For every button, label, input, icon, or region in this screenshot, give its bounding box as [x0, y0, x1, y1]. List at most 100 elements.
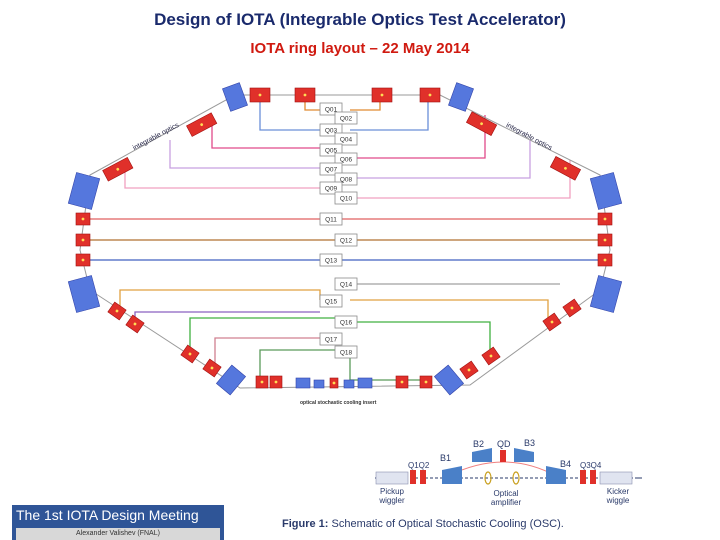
wire-q07 [169, 140, 320, 169]
magnet-dot [81, 238, 85, 242]
osc-b4 [546, 466, 566, 484]
magnet-dot [332, 381, 336, 385]
page-subtitle: IOTA ring layout – 22 May 2014 [250, 40, 470, 57]
magnet-dot [570, 306, 574, 310]
dipole-right-lower [589, 275, 623, 313]
wire-q16c [350, 321, 491, 355]
magnet-dot [603, 238, 607, 242]
osc-label-optical: Optical [494, 489, 519, 498]
quad-label-q06: Q06 [340, 157, 353, 164]
quad-label-q01: Q01 [325, 107, 338, 114]
quad-box-q12 [334, 233, 358, 247]
quad-label-q11: Q11 [325, 217, 337, 224]
insert-b4 [357, 377, 373, 389]
osc-label-b1: B1 [440, 453, 451, 463]
osc-label-pickup2: wiggler [378, 496, 405, 505]
quad-box-q13 [319, 253, 343, 267]
quad-box-q16 [334, 315, 358, 329]
quad-box-q11 [319, 212, 343, 226]
osc-schematic: B2 QD B3 B1 B4 Q1Q2 Q3Q4 Pickup wiggler … [375, 438, 642, 507]
magnet-dot [603, 217, 607, 221]
quad-label-q04: Q04 [340, 137, 353, 144]
quad-label-q15: Q15 [325, 299, 338, 306]
osc-insert-label: optical stochastic cooling insert [300, 400, 377, 406]
wire-q17 [214, 337, 320, 370]
right-section-label: integrable optics [505, 122, 554, 152]
wire-q05 [211, 115, 320, 149]
osc-label-optical2: amplifier [491, 498, 522, 507]
quad-label-q14: Q14 [340, 282, 353, 289]
osc-qd [500, 450, 506, 462]
osc-label-kicker: Kicker [607, 487, 630, 496]
quad-label-q17: Q17 [325, 337, 338, 344]
osc-label-qd: QD [497, 439, 511, 449]
quad-box-q02 [334, 111, 358, 125]
osc-label-q1q2: Q1Q2 [408, 461, 430, 470]
dipole-top-left [222, 82, 248, 112]
magnet-dot [603, 258, 607, 262]
wire-q01 [259, 95, 320, 131]
quad-box-q09 [319, 181, 343, 195]
magnet-dot [115, 309, 119, 313]
quad-box-q10 [334, 191, 358, 205]
left-integrable-section: integrable optics [102, 112, 218, 182]
osc-b2 [472, 448, 492, 462]
osc-insert: optical stochastic cooling insert [255, 375, 433, 406]
figure-caption: Figure 1: Schematic of Optical Stochasti… [282, 518, 564, 530]
quad-box-q14 [334, 277, 358, 291]
osc-b1 [442, 466, 462, 484]
magnet-dot [467, 368, 471, 372]
dipole-bottom-right [433, 364, 465, 396]
caption-bold: Figure 1: [282, 518, 329, 530]
quad-box-q07 [319, 162, 343, 176]
magnet-dot [380, 93, 384, 97]
quad-label-q03: Q03 [325, 128, 338, 135]
quad-label-boxes: Q01Q02Q03Q04Q05Q06Q07Q08Q09Q10Q11Q12Q13Q… [319, 102, 358, 359]
insert-b2 [313, 379, 325, 389]
magnet-dot [550, 320, 554, 324]
quad-label-q13: Q13 [325, 258, 338, 265]
osc-b3 [514, 448, 534, 462]
dipole-left-upper [67, 172, 101, 210]
osc-bypass [447, 461, 557, 477]
wire-q16 [134, 311, 320, 322]
insert-b3 [343, 379, 355, 389]
osc-lens-2 [512, 471, 520, 485]
quad-label-q10: Q10 [340, 196, 353, 203]
dipole-top-right [448, 82, 474, 112]
osc-lens-1 [484, 471, 492, 485]
quad-box-q17 [319, 332, 343, 346]
quad-label-q08: Q08 [340, 177, 353, 184]
osc-q3 [580, 470, 586, 484]
footer-title: The 1st IOTA Design Meeting [16, 507, 199, 523]
dipole-bottom-left [215, 364, 247, 396]
insert-b1 [295, 377, 311, 389]
magnet-dot [428, 93, 432, 97]
page-title: Design of IOTA (Integrable Optics Test A… [154, 10, 566, 29]
wire-q08 [350, 140, 531, 179]
osc-label-b2: B2 [473, 439, 484, 449]
quad-label-q16: Q16 [340, 320, 353, 327]
footer-author: Alexander Valishev (FNAL) [16, 528, 220, 540]
osc-q4 [590, 470, 596, 484]
magnet-dot [81, 217, 85, 221]
left-section-label: integrable optics [132, 122, 181, 152]
osc-label-pickup: Pickup [380, 487, 405, 496]
quad-label-q18: Q18 [340, 350, 353, 357]
magnet-dot [188, 352, 192, 356]
wire-q16b [189, 317, 350, 355]
magnet-dot [200, 123, 204, 127]
quad-box-q06 [334, 152, 358, 166]
osc-label-b3: B3 [524, 438, 535, 448]
quad-label-q12: Q12 [340, 238, 353, 245]
dipole-right-upper [589, 172, 623, 210]
magnet-dot [260, 380, 264, 384]
osc-q1 [410, 470, 416, 484]
magnet-dot [81, 258, 85, 262]
osc-label-kicker2: wiggle [606, 496, 630, 505]
magnet-dot [133, 322, 137, 326]
magnet-dot [424, 380, 428, 384]
caption-text: Schematic of Optical Stochastic Cooling … [328, 518, 564, 530]
pickup-wiggler [375, 471, 409, 485]
wire-q10 [350, 160, 571, 199]
